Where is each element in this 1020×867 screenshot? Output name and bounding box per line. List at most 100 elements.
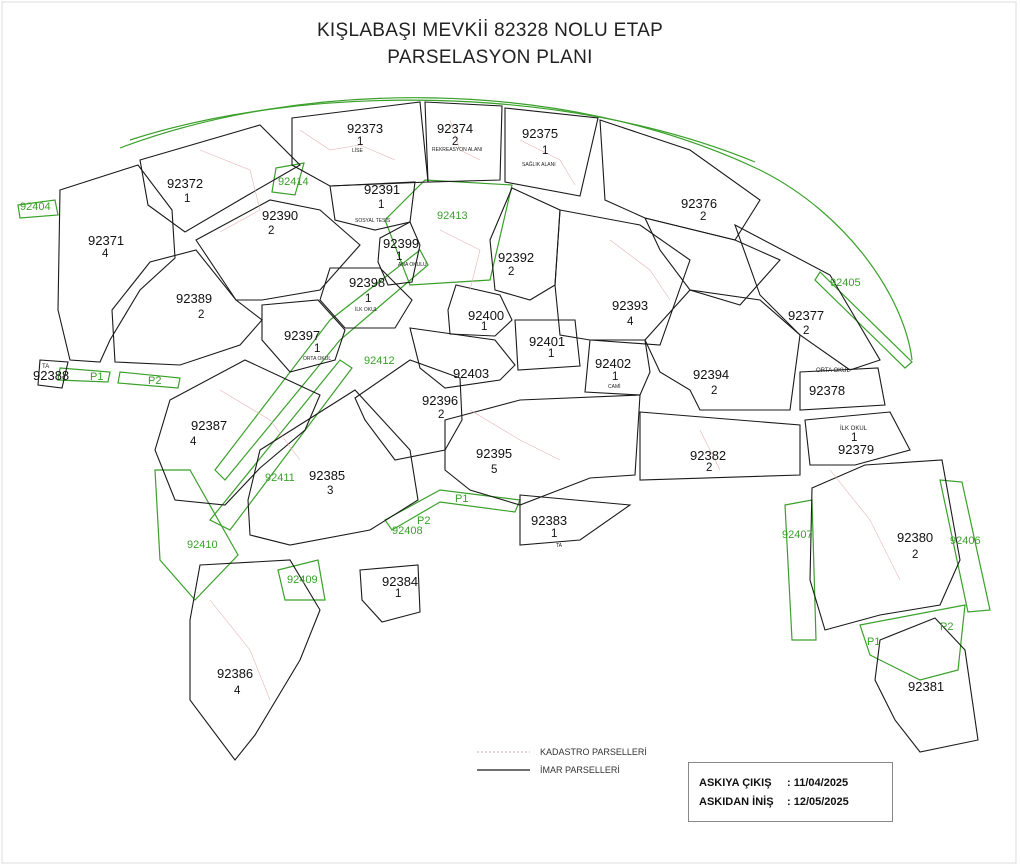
askidan-inis-value: : 12/05/2025 — [787, 796, 849, 808]
parcel-block: 1 — [551, 528, 557, 540]
parcel-id: 92396 — [422, 393, 458, 408]
parcel-block: 1 — [395, 588, 401, 600]
parcel-use: LİSE — [352, 147, 364, 154]
parcel-block: 1 — [314, 343, 320, 355]
parcel-block: 1 — [357, 136, 363, 148]
parcel-id: 92388 — [33, 368, 69, 383]
parcel-block: 4 — [190, 436, 197, 448]
parcel-block: 4 — [234, 685, 241, 697]
parcel-id: 92381 — [908, 679, 944, 694]
parcel-id: 92403 — [453, 366, 489, 381]
green-area-id: 92410 — [187, 539, 218, 551]
green-area-id: 92413 — [437, 210, 468, 222]
green-area-labels: 92414 92404 92413 92412 92411 92410 9240… — [20, 176, 981, 648]
green-area-id: 92406 — [950, 535, 981, 547]
legend-imar-label: İMAR PARSELLERİ — [540, 765, 620, 775]
map-title-line1: KIŞLABAŞI MEVKİİ 82328 NOLU ETAP — [316, 20, 664, 41]
green-area-id: 92407 — [782, 529, 813, 541]
parcel-id: 92390 — [262, 208, 298, 223]
parcel-block: 2 — [438, 409, 444, 421]
askiya-cikis-value: : 11/04/2025 — [787, 777, 849, 789]
parcel-id: 92382 — [690, 448, 726, 463]
parcel-block: 1 — [851, 432, 857, 444]
legend-kadastro-label: KADASTRO PARSELLERİ — [540, 747, 647, 757]
parcel-id: 92399 — [383, 236, 419, 251]
green-area-id: P1 — [867, 636, 880, 648]
parcel-use: ORTA OKUL — [303, 356, 331, 362]
parcel-block: 1 — [481, 321, 487, 333]
parcel-block: 5 — [491, 464, 497, 476]
map-title-line2: PARSELASYON PLANI — [387, 47, 593, 68]
parcel-block: 2 — [711, 385, 717, 397]
green-boundaries — [17, 97, 991, 681]
green-area-id: P2 — [940, 621, 953, 633]
parcel-block: 3 — [327, 485, 333, 497]
parcel-use: TA — [42, 364, 49, 370]
kadastro-parcels — [199, 119, 901, 701]
parcel-block: 1 — [396, 251, 402, 263]
green-area-id: P2 — [148, 375, 161, 387]
green-area-id: 92412 — [364, 355, 395, 367]
parcel-id: 92387 — [191, 418, 227, 433]
parcel-id: 92389 — [176, 291, 212, 306]
parcel-id: 92385 — [309, 468, 345, 483]
parcel-id: 92373 — [347, 121, 383, 136]
parcel-block: 1 — [548, 348, 554, 360]
parcel-use: İLK OKUL — [840, 425, 868, 432]
parcel-block: 4 — [102, 248, 109, 260]
green-area-id: 92404 — [20, 201, 51, 213]
parcel-id: 92400 — [468, 308, 504, 323]
parcel-id: 92393 — [612, 298, 648, 313]
askidan-inis-row: ASKIDAN İNİŞ : 12/05/2025 — [699, 796, 849, 808]
parcel-block: 1 — [184, 193, 190, 205]
parcel-id: 92394 — [693, 367, 729, 382]
parcel-id: 92376 — [681, 196, 717, 211]
parcel-id: 92386 — [217, 666, 253, 681]
parcel-id: 92391 — [364, 182, 400, 197]
green-area-id: 92411 — [265, 472, 295, 484]
green-area-id: 92409 — [287, 574, 318, 586]
parcel-id: 92383 — [531, 513, 567, 528]
parcel-block: 2 — [268, 225, 274, 237]
parcel-block: 1 — [365, 293, 371, 305]
parcel-block: 1 — [378, 199, 384, 211]
parcel-id: 92398 — [349, 275, 385, 290]
parcel-use: İLK OKUL — [355, 306, 378, 313]
parcel-id: 92379 — [838, 442, 874, 457]
green-area-id: 92408 — [392, 525, 423, 537]
parcel-id: 92397 — [284, 328, 320, 343]
parcel-use: ORTA OKUL — [816, 368, 850, 374]
green-area-id: 92414 — [278, 176, 309, 188]
parcel-id: 92375 — [522, 126, 558, 141]
imar-parcels — [37, 101, 979, 761]
parcel-block: 2 — [198, 309, 204, 321]
askidan-inis-label: ASKIDAN İNİŞ — [699, 796, 774, 808]
parcel-use: REKREASYON ALANI — [432, 147, 482, 153]
parcel-id: 92384 — [382, 574, 418, 589]
parcel-block: 4 — [627, 316, 634, 328]
parcel-labels: 92373 1 LİSE 92374 2 REKREASYON ALANI 92… — [33, 121, 944, 697]
parcel-block: 1 — [612, 371, 618, 383]
parcel-block: 2 — [508, 266, 514, 278]
parcel-id: 92374 — [437, 121, 473, 136]
posting-dates-box: ASKIYA ÇIKIŞ : 11/04/2025 ASKIDAN İNİŞ : 1… — [688, 762, 893, 822]
parcel-block: 2 — [706, 462, 712, 474]
askiya-cikis-label: ASKIYA ÇIKIŞ — [699, 777, 772, 789]
parcel-id: 92377 — [788, 308, 824, 323]
parcel-block: 2 — [912, 549, 918, 561]
parcel-id: 92401 — [529, 334, 565, 349]
green-area-id: P1 — [455, 493, 468, 505]
askiya-cikis-row: ASKIYA ÇIKIŞ : 11/04/2025 — [699, 777, 848, 789]
green-area-id: P1 — [90, 371, 103, 383]
parcel-id: 92372 — [167, 176, 203, 191]
parcel-use: SOSYAL TESİS — [355, 217, 391, 224]
parcel-block: 2 — [803, 325, 809, 337]
parcel-use: ANA OKULU — [398, 262, 427, 268]
parcel-id: 92378 — [809, 383, 845, 398]
parcel-id: 92392 — [498, 250, 534, 265]
parcel-block: 1 — [542, 145, 548, 157]
green-area-id: 92405 — [830, 277, 861, 289]
